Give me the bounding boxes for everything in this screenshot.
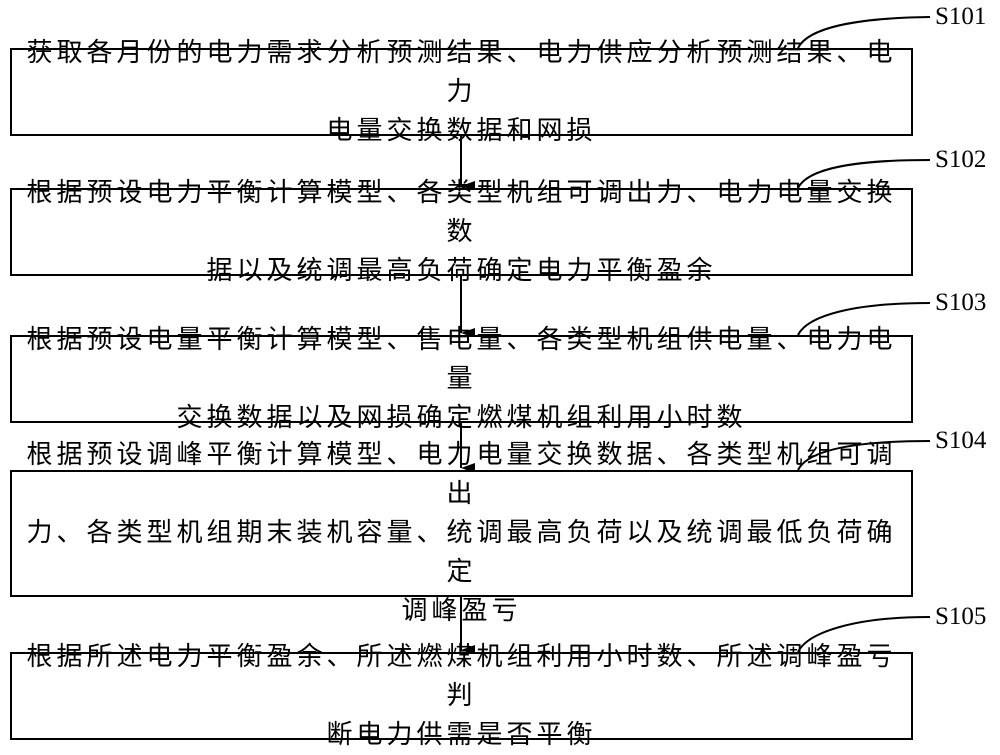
step-label-s102: S102 — [935, 146, 987, 173]
step-box-s103: 根据预设电量平衡计算模型、售电量、各类型机组供电量、电力电量 交换数据以及网损确… — [10, 325, 913, 433]
leader-s104 — [797, 440, 931, 471]
step-box-s102: 根据预设电力平衡计算模型、各类型机组可调出力、电力电量交换数 据以及统调最高负荷… — [10, 178, 913, 286]
step-label-s103: S103 — [935, 289, 987, 316]
leader-s103 — [797, 302, 931, 336]
step-text-s103: 根据预设电量平衡计算模型、售电量、各类型机组供电量、电力电量 交换数据以及网损确… — [26, 324, 897, 433]
step-text-s102: 根据预设电力平衡计算模型、各类型机组可调出力、电力电量交换数 据以及统调最高负荷… — [26, 177, 897, 286]
leader-s101 — [797, 16, 931, 49]
step-label-s104: S104 — [935, 427, 987, 454]
step-text-s104: 根据预设调峰平衡计算模型、电力电量交换数据、各类型机组可调出 力、各类型机组期末… — [26, 440, 897, 626]
step-label-s105: S105 — [935, 603, 987, 630]
step-text-s101: 获取各月份的电力需求分析预测结果、电力供应分析预测结果、电力 电量交换数据和网损 — [26, 37, 897, 146]
leader-s105 — [797, 616, 931, 653]
leader-s102 — [797, 159, 931, 189]
step-box-s101: 获取各月份的电力需求分析预测结果、电力供应分析预测结果、电力 电量交换数据和网损 — [10, 38, 913, 146]
step-text-s105: 根据所述电力平衡盈余、所述燃煤机组利用小时数、所述调峰盈亏判 断电力供需是否平衡 — [26, 641, 897, 750]
step-box-s105: 根据所述电力平衡盈余、所述燃煤机组利用小时数、所述调峰盈亏判 断电力供需是否平衡 — [10, 642, 913, 750]
step-label-s101: S101 — [935, 3, 987, 30]
step-box-s104: 根据预设调峰平衡计算模型、电力电量交换数据、各类型机组可调出 力、各类型机组期末… — [10, 440, 913, 626]
